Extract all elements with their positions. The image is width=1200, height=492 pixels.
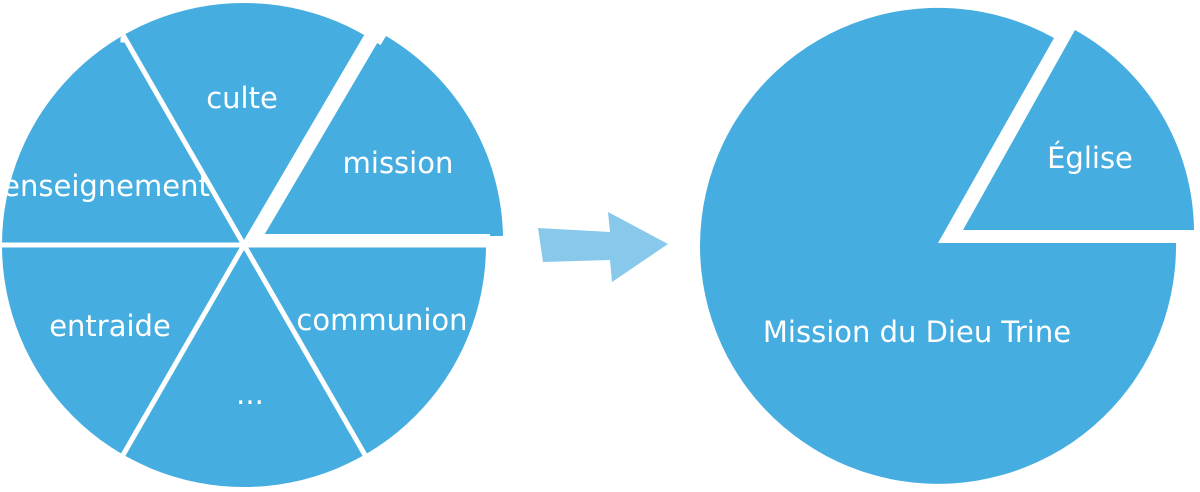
slice-label: Église	[1047, 141, 1133, 175]
segment-label-enseignement: enseignement	[2, 169, 210, 203]
segment-mission-wedge	[266, 36, 503, 236]
divider-lines	[120, 28, 373, 457]
segment-label-culte: culte	[206, 81, 278, 115]
right-arrow-icon	[538, 212, 668, 282]
mission-gap	[246, 31, 490, 248]
segment-label-communion: communion	[296, 303, 467, 337]
right-pie-main-sector	[700, 7, 1177, 484]
right-pie-slice-eglise	[963, 30, 1194, 230]
right-pie: Mission du Dieu Trine Église	[700, 7, 1194, 484]
main-label: Mission du Dieu Trine	[763, 315, 1071, 349]
left-pie: culte mission communion ... entraide ens…	[0, 3, 503, 487]
segment-label-ellipsis: ...	[236, 377, 264, 411]
segment-label-entraide: entraide	[49, 309, 171, 343]
segment-label-mission: mission	[343, 146, 454, 180]
